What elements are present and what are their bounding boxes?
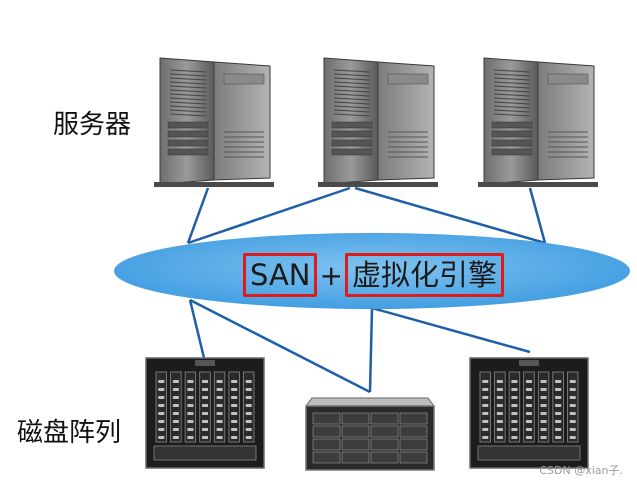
- blade-array-right-icon: [469, 357, 589, 469]
- servers-label: 服务器: [53, 110, 132, 140]
- server-1-icon: [154, 57, 274, 187]
- server-3-icon: [478, 57, 598, 187]
- link-ellipse-storage-center: [189, 298, 371, 394]
- link-ellipse-storage-center2: [368, 307, 374, 393]
- link-ellipse-storage-left: [188, 299, 207, 363]
- server-group: [154, 57, 598, 187]
- blade-array-left-icon: [145, 357, 265, 469]
- plus-sign: +: [319, 258, 343, 292]
- connection-lines: [186, 186, 547, 394]
- storage-group: [145, 357, 589, 471]
- virtualization-engine-text-box: 虚拟化引擎: [344, 253, 504, 297]
- storage-label: 磁盘阵列: [17, 418, 122, 448]
- link-server3-ellipse: [528, 187, 547, 244]
- link-server1-ellipse: [186, 187, 210, 244]
- san-virtualization-caption: SAN + 虚拟化引擎: [243, 253, 504, 297]
- watermark: CSDN @xian子.: [539, 464, 623, 477]
- link-server2-left: [187, 186, 351, 245]
- link-server2-right: [354, 186, 546, 245]
- san-text-box: SAN: [243, 253, 318, 297]
- disk-enclosure-center-icon: [305, 397, 435, 471]
- link-ellipse-storage-right: [371, 306, 531, 354]
- server-2-icon: [318, 57, 438, 187]
